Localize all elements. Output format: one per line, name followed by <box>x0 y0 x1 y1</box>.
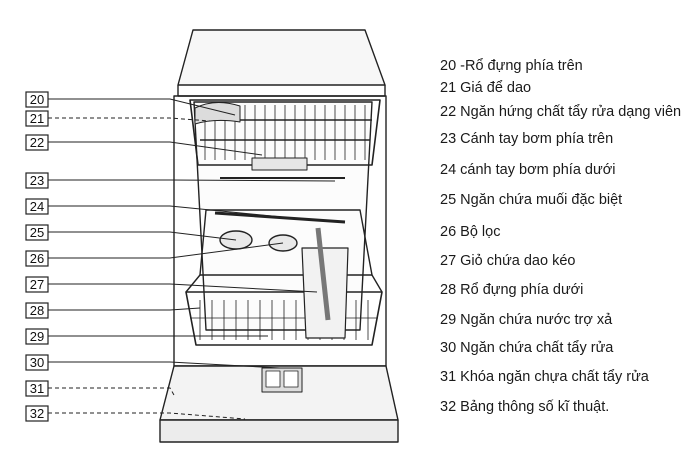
legend-item-28: 28 Rổ đựng phía dưới <box>440 282 584 298</box>
callout-number-32: 32 <box>30 406 44 421</box>
leader-line-22 <box>48 141 263 156</box>
leader-line-20 <box>48 98 236 116</box>
callout-number-27: 27 <box>30 277 44 292</box>
leader-line-27 <box>48 283 318 293</box>
legend-item-22: 22 Ngăn hứng chất tẩy rửa dạng viên <box>440 104 682 120</box>
lower-spray-arm <box>214 211 346 224</box>
callout-number-31: 31 <box>30 381 44 396</box>
legend-item-27: 27 Giỏ chứa dao kéo <box>440 253 576 269</box>
leader-line-28 <box>48 307 201 311</box>
leader-line-30 <box>48 361 281 369</box>
legend-item-26: 26 Bộ lọc <box>440 224 501 240</box>
callout-number-22: 22 <box>30 135 44 150</box>
leader-line-23 <box>48 179 336 182</box>
callout-number-30: 30 <box>30 355 44 370</box>
leader-line-31 <box>48 387 175 396</box>
callout-number-23: 23 <box>30 173 44 188</box>
callout-number-25: 25 <box>30 225 44 240</box>
legend-item-32: 32 Bảng thông số kĩ thuật. <box>440 399 610 415</box>
legend-item-24: 24 cánh tay bơm phía dưới <box>440 162 616 178</box>
legend-item-25: 25 Ngăn chứa muối đặc biệt <box>440 192 623 208</box>
legend-item-29: 29 Ngăn chứa nước trợ xả <box>440 312 613 328</box>
leader-line-32 <box>48 412 246 420</box>
legend-item-20: 20 -Rổ đựng phía trên <box>440 58 583 74</box>
leader-line-24 <box>48 205 293 219</box>
callout-number-26: 26 <box>30 251 44 266</box>
leader-line-21 <box>48 117 211 122</box>
legend-item-30: 30 Ngăn chứa chất tẩy rửa <box>440 340 614 356</box>
open-door <box>159 365 399 443</box>
callout-number-28: 28 <box>30 303 44 318</box>
legend-item-31: 31 Khóa ngăn chựa chất tẩy rửa <box>440 369 649 385</box>
leader-line-26 <box>48 242 284 259</box>
legend-item-23: 23 Cánh tay bơm phía trên <box>440 131 614 147</box>
leader-line-25 <box>48 231 237 241</box>
worktop <box>177 29 386 86</box>
callout-number-29: 29 <box>30 329 44 344</box>
callout-number-20: 20 <box>30 92 44 107</box>
callout-number-21: 21 <box>30 111 44 126</box>
dishwasher-illustration <box>159 29 399 443</box>
callout-number-24: 24 <box>30 199 44 214</box>
callout-group: 20 21 22 23 24 25 26 27 28 29 30 31 32 <box>25 91 336 422</box>
legend-item-21: 21 Giá để dao <box>440 80 532 96</box>
